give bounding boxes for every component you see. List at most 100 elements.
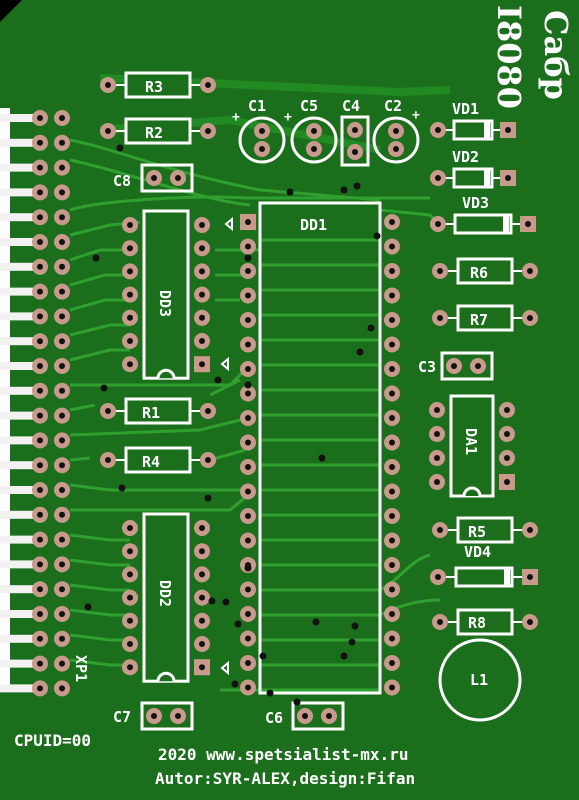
resistor-body: [456, 304, 514, 332]
trace: [69, 456, 91, 462]
drill-hole: [389, 464, 395, 470]
trace: [260, 538, 380, 592]
connector-finger: [0, 585, 40, 594]
via: [356, 348, 364, 356]
drill-hole: [205, 128, 211, 134]
drill-hole: [505, 175, 511, 181]
drill-hole: [105, 408, 111, 414]
cpuid-label: CPUID=00: [14, 731, 91, 750]
drill-hole: [37, 611, 43, 617]
drill-hole: [389, 684, 395, 691]
via: [214, 376, 222, 384]
via: [353, 182, 361, 190]
via: [234, 620, 242, 628]
drill-hole: [37, 586, 43, 593]
label-r7: R7: [470, 311, 488, 329]
drill-hole: [37, 263, 43, 270]
drill-hole: [127, 525, 133, 531]
trace: [69, 273, 130, 287]
drill-hole: [175, 175, 181, 181]
drill-hole: [389, 366, 395, 372]
drill-hole: [527, 268, 533, 274]
drill-hole: [59, 115, 65, 121]
drill-hole: [59, 189, 65, 196]
drill-hole: [59, 685, 65, 692]
connector-label: XP1: [72, 655, 90, 682]
connector-finger: [0, 188, 40, 197]
drill-hole: [199, 548, 205, 555]
drill-hole: [245, 317, 251, 323]
connector-finger: [0, 386, 40, 395]
drill-hole: [127, 664, 133, 671]
via: [312, 618, 320, 626]
trace: [69, 348, 130, 362]
via: [266, 689, 274, 697]
via: [204, 494, 212, 502]
connector-finger: [0, 510, 40, 519]
resistor-body: [124, 71, 192, 99]
label-r1: R1: [142, 404, 160, 422]
drill-hole: [59, 437, 65, 444]
drill-hole: [389, 317, 395, 323]
drill-hole: [389, 488, 395, 495]
drill-hole: [127, 222, 133, 228]
drill-hole: [245, 415, 251, 421]
drill-hole: [205, 408, 211, 414]
resistor-body: [124, 397, 192, 425]
connector-finger: [0, 486, 40, 494]
label-l1: L1: [470, 671, 488, 689]
via: [286, 188, 294, 196]
connector-finger: [0, 411, 40, 420]
drill-hole: [37, 363, 43, 369]
pin1-marker: [220, 356, 229, 372]
connector-finger: [0, 163, 40, 172]
resistor-body: [456, 257, 514, 285]
inductor-outline: [438, 638, 522, 722]
drill-hole: [127, 617, 133, 624]
diode-band: [484, 169, 490, 187]
label-r6: R6: [470, 264, 488, 282]
title-vertical2: Сабр: [537, 10, 575, 100]
drill-hole: [199, 664, 205, 671]
connector-finger: [0, 560, 40, 569]
drill-hole: [59, 263, 65, 270]
via: [340, 652, 348, 660]
drill-hole: [245, 513, 251, 519]
label-r4: R4: [142, 453, 160, 471]
via: [373, 232, 381, 240]
drill-hole: [105, 82, 111, 88]
drill-hole: [37, 288, 43, 295]
label-dd2: DD2: [156, 580, 174, 607]
drill-hole: [37, 338, 43, 345]
drill-hole: [245, 341, 251, 348]
drill-hole: [437, 268, 443, 274]
drill-hole: [59, 338, 65, 345]
drill-hole: [59, 164, 65, 171]
drill-hole: [105, 457, 111, 463]
drill-hole: [59, 214, 65, 221]
via: [116, 144, 124, 152]
drill-hole: [504, 431, 510, 437]
drill-hole: [505, 127, 511, 133]
drill-hole: [127, 268, 133, 275]
via: [222, 598, 230, 606]
drill-hole: [389, 513, 395, 519]
trace: [69, 483, 250, 492]
drill-hole: [37, 635, 43, 642]
trace: [209, 378, 246, 462]
drill-hole: [205, 82, 211, 88]
drill-hole: [435, 574, 441, 580]
via: [208, 597, 216, 605]
label-dd3: DD3: [156, 290, 174, 317]
drill-hole: [127, 361, 133, 368]
drill-hole: [434, 455, 440, 461]
title-vertical: I8080: [490, 5, 528, 109]
drill-hole: [59, 660, 65, 667]
trace: [69, 608, 130, 617]
via: [244, 254, 252, 262]
connector-finger: [0, 337, 40, 346]
drill-hole: [527, 619, 533, 625]
drill-hole: [245, 439, 251, 446]
drill-hole: [59, 412, 65, 419]
diode-body: [452, 167, 494, 189]
